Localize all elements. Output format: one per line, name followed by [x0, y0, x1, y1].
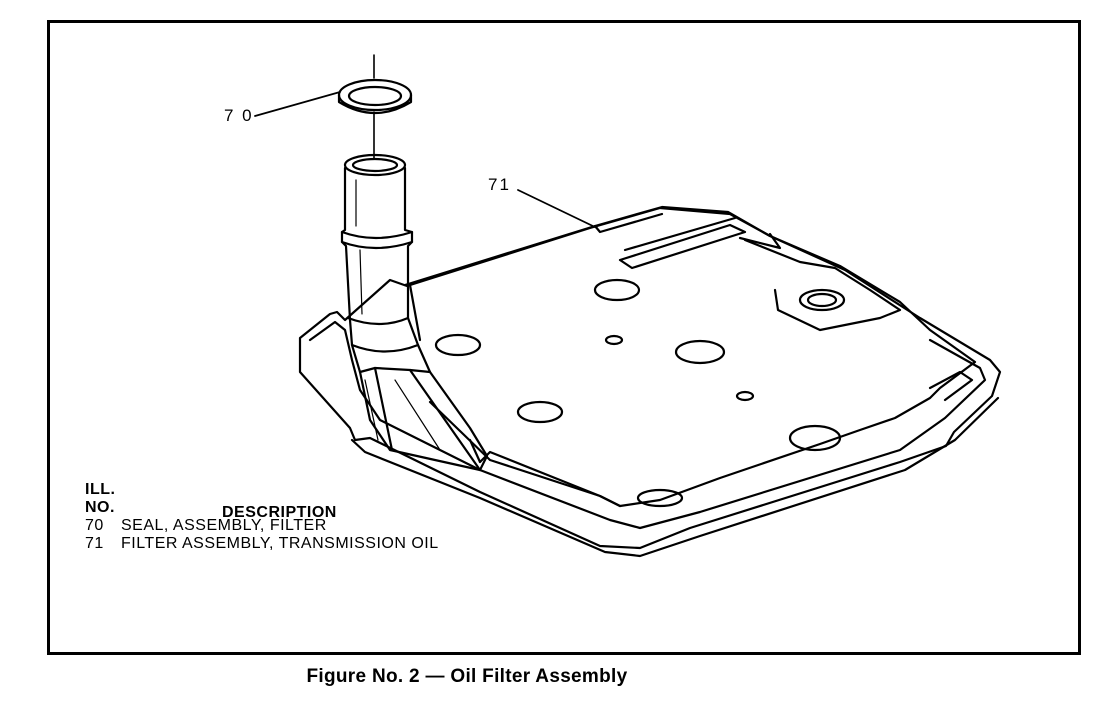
parts-legend: ILL. NO. 70 SEAL, ASSEMBLY, FILTER 71 FI…: [85, 481, 439, 553]
pipe-shading: [355, 179, 441, 451]
legend-item-description: FILTER ASSEMBLY, TRANSMISSION OIL: [121, 535, 439, 552]
filter-pan-hole: [674, 339, 726, 365]
figure-caption: Figure No. 2 — Oil Filter Assembly: [306, 666, 628, 687]
callout-leader-71: [517, 189, 598, 229]
seal-ring: [337, 78, 413, 114]
filter-pan-slot: [618, 223, 747, 270]
figure-caption-container: Figure No. 2 — Oil Filter Assembly: [0, 666, 1104, 688]
figure-frame: [47, 20, 1081, 655]
legend-item-number: 70: [85, 517, 104, 534]
legend-row: 70 SEAL, ASSEMBLY, FILTER: [85, 517, 439, 535]
filter-pan-hole: [636, 488, 684, 508]
filter-pan-inner-rim: [308, 320, 987, 530]
filter-pan-hole: [593, 278, 641, 302]
filter-pan-outer-rim: [298, 206, 1002, 550]
callout-label-71: 71: [488, 175, 511, 194]
legend-item-number: 71: [85, 535, 104, 552]
filter-pan-hole: [434, 333, 482, 357]
legend-row: 71 FILTER ASSEMBLY, TRANSMISSION OIL: [85, 535, 439, 553]
filter-pan-hole: [516, 400, 564, 424]
callout-label-70: 7 0: [224, 106, 254, 125]
filter-pan-small-hole: [735, 390, 755, 402]
legend-item-description: SEAL, ASSEMBLY, FILTER: [121, 517, 327, 534]
filter-pan-small-hole: [604, 334, 624, 346]
filter-pan-top: [403, 205, 977, 508]
filter-pan-hole: [788, 424, 842, 452]
callout-leader-70: [254, 91, 341, 117]
filter-pan-lower-edge: [350, 396, 1000, 558]
legend-header-no: NO.: [85, 499, 115, 516]
filter-pan-hole: [798, 288, 846, 312]
filter-pan: [298, 205, 1002, 558]
legend-header-ill: ILL.: [85, 481, 116, 498]
filter-intake-pipe: [340, 153, 489, 472]
legend-header-description: DESCRIPTION: [222, 504, 337, 521]
intake-pipe-opening: [343, 153, 407, 177]
